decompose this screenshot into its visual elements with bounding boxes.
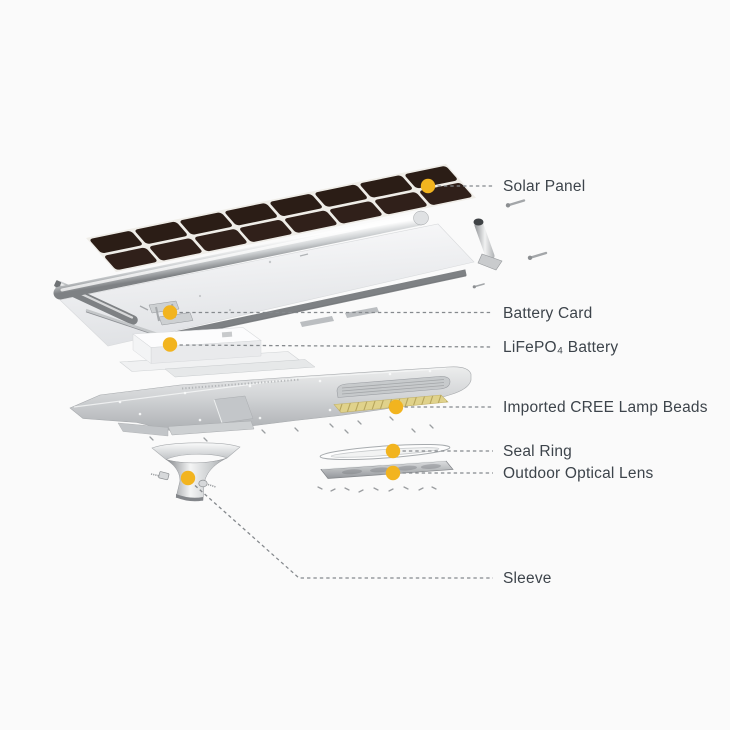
callout-dot-sleeve <box>180 470 196 486</box>
sleeve-part <box>150 442 241 502</box>
callout-dot-solar-panel <box>420 178 436 194</box>
callout-dot-lifepo4-battery <box>162 337 178 352</box>
callout-dot-seal-ring <box>385 443 401 459</box>
callout-leader-lines <box>179 185 494 579</box>
leader-lifepo4-battery <box>179 344 494 348</box>
lamp-housing <box>69 366 472 437</box>
part-label-solar-panel: Solar Panel <box>503 178 586 195</box>
frame-tube <box>53 210 429 300</box>
leader-sleeve <box>194 485 493 579</box>
seal-ring-part <box>319 443 451 461</box>
part-label-seal-ring: Seal Ring <box>503 443 573 460</box>
part-label-sleeve: Sleeve <box>503 570 552 587</box>
callout-dot-optical-lens <box>385 465 401 481</box>
part-label-outdoor-optical-lens: Outdoor Optical Lens <box>503 465 654 482</box>
scattered-screws <box>149 416 437 493</box>
part-label-battery-card: Battery Card <box>503 305 593 322</box>
solar-panel-part <box>86 163 477 273</box>
callout-dot-lamp-beads <box>388 399 404 415</box>
lifepo4-battery-part <box>119 327 316 378</box>
part-label-imported-cree-lamp-beads: Imported CREE Lamp Beads <box>503 399 708 416</box>
screws-top-right <box>472 199 548 289</box>
mounting-bracket <box>473 218 503 271</box>
part-label-lifepo4-battery: LiFePO₄ Battery <box>503 339 619 356</box>
callout-dot-battery-card <box>162 305 178 320</box>
callout-dots <box>162 178 436 486</box>
